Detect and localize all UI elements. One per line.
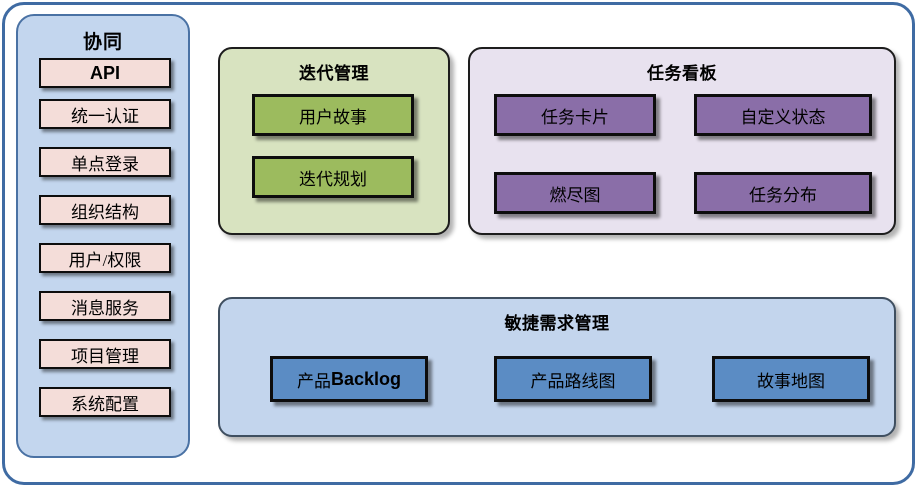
agile-requirements-title: 敏捷需求管理 <box>504 314 610 333</box>
box-user-story[interactable]: 用户故事 <box>252 94 414 136</box>
sidebar-item-user-permission[interactable]: 用户/权限 <box>39 243 171 273</box>
sidebar-item-api[interactable]: API <box>39 58 171 88</box>
diagram-outer-frame <box>2 2 915 485</box>
task-board-title: 任务看板 <box>647 64 717 83</box>
sidebar-item-system-config[interactable]: 系统配置 <box>39 387 171 417</box>
sidebar-item-project-management[interactable]: 项目管理 <box>39 339 171 369</box>
box-custom-status[interactable]: 自定义状态 <box>694 94 872 136</box>
collaboration-sidebar-panel: 协同 API 统一认证 单点登录 组织结构 用户/权限 消息服务 项目管理 系统… <box>16 14 190 458</box>
box-story-map[interactable]: 故事地图 <box>712 356 870 402</box>
box-iteration-planning[interactable]: 迭代规划 <box>252 156 414 198</box>
task-board-panel: 任务看板 任务卡片 自定义状态 燃尽图 任务分布 <box>468 47 896 235</box>
sidebar-item-org-structure[interactable]: 组织结构 <box>39 195 171 225</box>
iteration-management-panel: 迭代管理 用户故事 迭代规划 <box>218 47 450 235</box>
sidebar-item-single-sign-on[interactable]: 单点登录 <box>39 147 171 177</box>
box-task-card[interactable]: 任务卡片 <box>494 94 656 136</box>
box-product-backlog-prefix: 产品 <box>296 371 331 391</box>
box-burndown-chart[interactable]: 燃尽图 <box>494 172 656 214</box>
box-product-backlog-bold: Backlog <box>330 368 402 389</box>
sidebar-title: 协同 <box>82 32 123 53</box>
sidebar-item-unified-auth[interactable]: 统一认证 <box>39 99 171 129</box>
box-task-distribution[interactable]: 任务分布 <box>694 172 872 214</box>
box-product-roadmap[interactable]: 产品路线图 <box>494 356 652 402</box>
iteration-management-title: 迭代管理 <box>299 64 369 83</box>
sidebar-item-message-service[interactable]: 消息服务 <box>39 291 171 321</box>
